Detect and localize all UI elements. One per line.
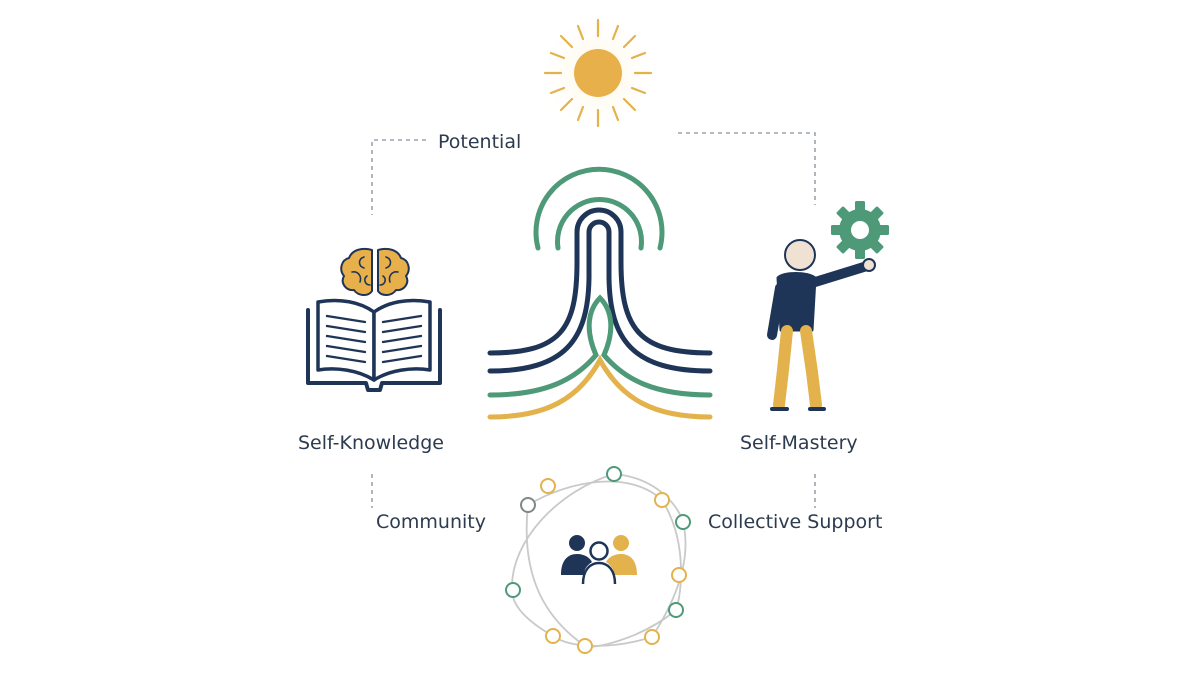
signal-arc-inner (555, 197, 644, 251)
tower-gold-wave (487, 354, 713, 420)
torso (776, 272, 817, 332)
tower-outer-line (487, 207, 713, 356)
person-with-gear-icon (767, 201, 889, 411)
tower-green-wave (487, 294, 713, 398)
tower-middle-line (487, 219, 713, 374)
connector-potential (371, 139, 426, 215)
open-book-icon (306, 298, 442, 392)
head (784, 239, 816, 271)
signal-arc-outer (533, 166, 665, 251)
dashed-connectors (371, 132, 816, 508)
sun-icon (536, 11, 660, 135)
connector-right-top (678, 132, 816, 205)
label-community: Community (376, 511, 486, 533)
signal-tower-icon (487, 166, 713, 420)
community-network-icon (505, 466, 691, 654)
label-self-knowledge: Self-Knowledge (298, 432, 444, 454)
label-potential: Potential (438, 131, 521, 153)
label-collective-support: Collective Support (708, 511, 882, 533)
brain-icon (340, 247, 410, 296)
raised-arm (807, 261, 872, 288)
gear-icon (831, 201, 889, 259)
left-leg (773, 325, 793, 411)
people-group-icon (561, 535, 637, 585)
right-leg (800, 325, 822, 411)
label-self-mastery: Self-Mastery (740, 432, 858, 454)
